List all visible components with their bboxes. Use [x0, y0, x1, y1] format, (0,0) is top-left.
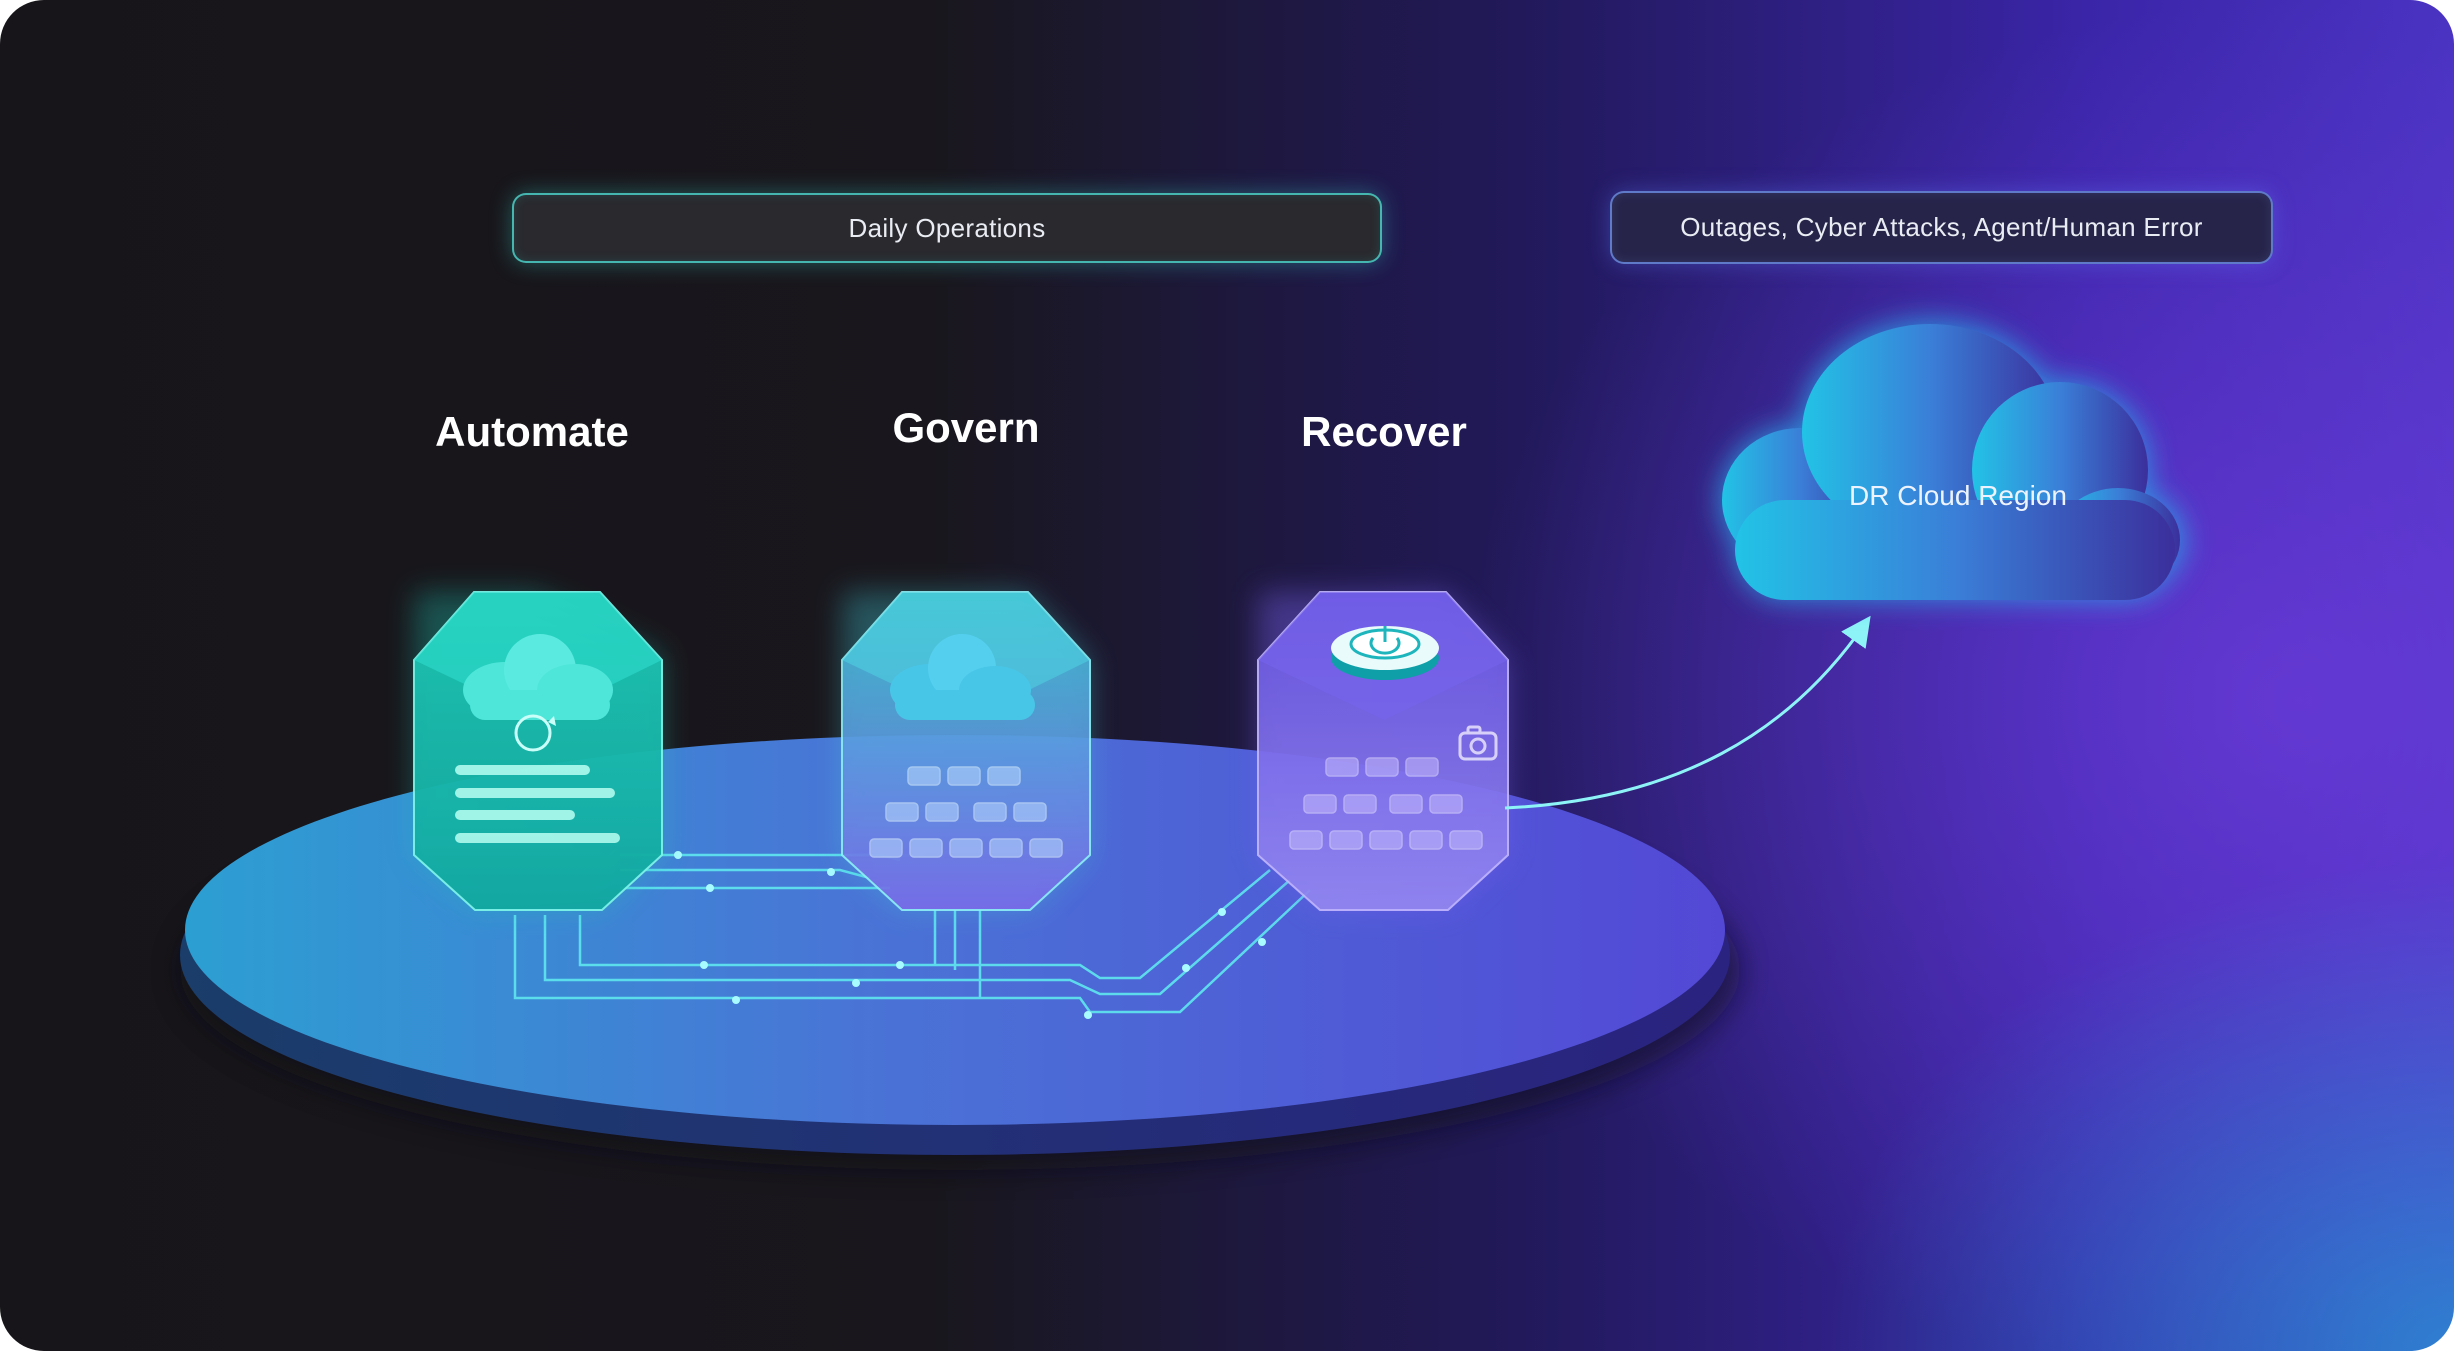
daily-operations-label: Daily Operations — [512, 193, 1382, 263]
dr-cloud-shape — [1720, 320, 2185, 600]
power-snapshot-icon — [1331, 626, 1439, 680]
recover-hexbox — [1258, 592, 1508, 910]
threats-label: Outages, Cyber Attacks, Agent/Human Erro… — [1610, 191, 2273, 264]
stage-label-govern: Govern — [892, 404, 1039, 452]
govern-hexbox — [842, 592, 1090, 910]
stage-label-recover: Recover — [1301, 408, 1467, 456]
failover-arrow — [1505, 628, 1862, 808]
automate-hexbox — [414, 592, 662, 910]
dr-cloud-region-label: DR Cloud Region — [1849, 480, 2067, 512]
stage-label-automate: Automate — [435, 408, 629, 456]
